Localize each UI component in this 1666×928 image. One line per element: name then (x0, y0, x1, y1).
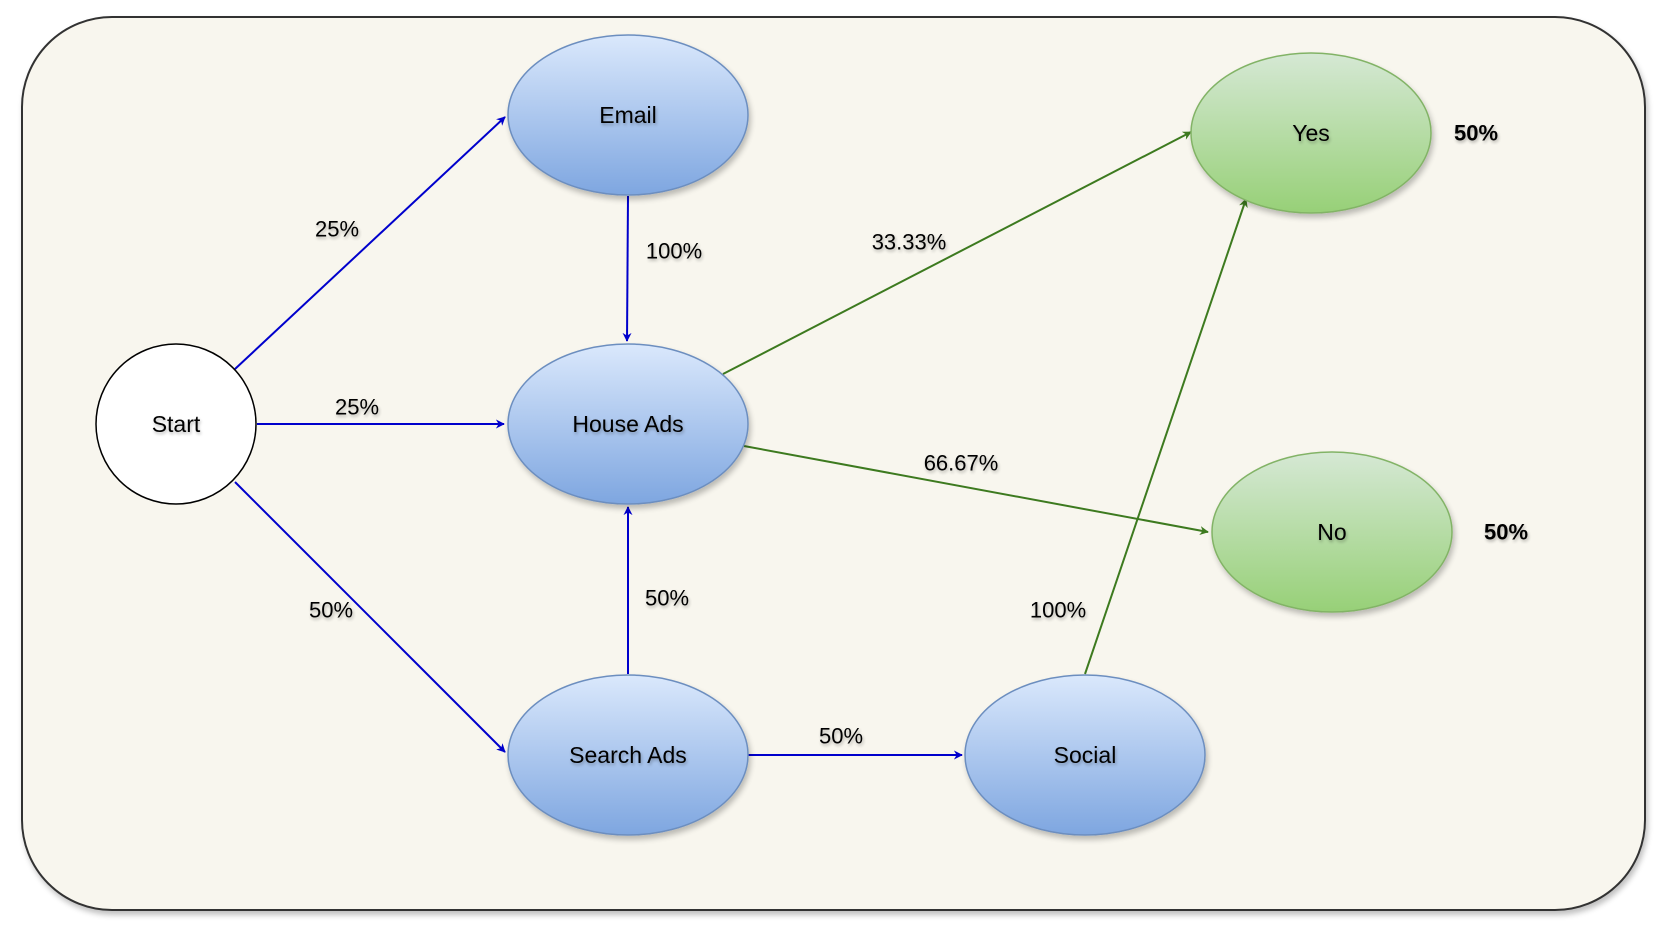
no-ellipse (1211, 451, 1453, 613)
node-yes[interactable]: Yes (1190, 52, 1432, 214)
edge-start-email (234, 116, 506, 370)
edge-label-social-yes: 100% (1030, 598, 1086, 623)
edge-start-search-ads (234, 481, 506, 753)
house-ads-ellipse (507, 343, 749, 505)
node-no[interactable]: No (1211, 451, 1453, 613)
edge-label-house-ads-no: 66.67% (924, 451, 999, 476)
no-outcome-percent: 50% (1484, 520, 1528, 545)
yes-outcome-percent: 50% (1454, 121, 1498, 146)
search-ads-ellipse (507, 674, 749, 836)
email-label: Email (599, 102, 657, 128)
search-ads-label: Search Ads (569, 742, 687, 768)
start-label: Start (152, 411, 201, 437)
yes-label: Yes (1292, 120, 1330, 146)
edge-label-start-search-ads: 50% (309, 598, 353, 623)
node-social[interactable]: Social (964, 674, 1206, 836)
start-circle (95, 343, 257, 505)
edges (234, 116, 1248, 760)
node-start[interactable]: Start (95, 343, 257, 505)
edge-label-start-email: 25% (315, 217, 359, 242)
email-ellipse (507, 34, 749, 196)
edge-label-search-ads-house-ads: 50% (645, 586, 689, 611)
house-ads-label: House Ads (572, 411, 683, 437)
yes-ellipse (1190, 52, 1432, 214)
edge-label-email-house-ads: 100% (646, 239, 702, 264)
social-ellipse (964, 674, 1206, 836)
edge-labels: 25% 25% 50% 100% 50% 50% 33.33% 66.67% 1… (309, 217, 1086, 749)
node-email[interactable]: Email (507, 34, 749, 196)
no-label: No (1317, 519, 1346, 545)
social-label: Social (1054, 742, 1117, 768)
edge-house-ads-yes (722, 131, 1192, 375)
node-house-ads[interactable]: House Ads (507, 343, 749, 505)
edge-label-house-ads-yes: 33.33% (872, 230, 947, 255)
edge-label-search-ads-social: 50% (819, 724, 863, 749)
edge-label-start-house-ads: 25% (335, 395, 379, 420)
edge-house-ads-no (743, 445, 1209, 535)
edge-email-house-ads (622, 195, 632, 342)
node-search-ads[interactable]: Search Ads (507, 674, 749, 836)
edge-social-yes (1084, 198, 1248, 675)
